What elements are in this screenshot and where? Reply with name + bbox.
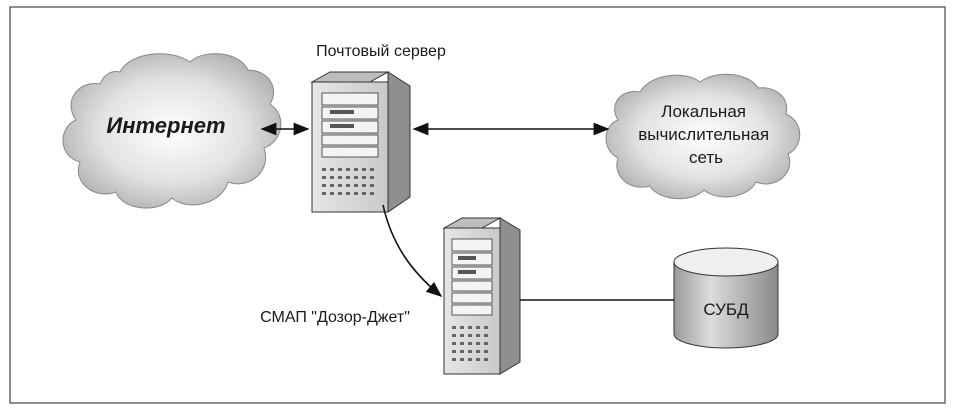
lan-cloud: Локальная вычислительная сеть — [605, 73, 801, 200]
mail-server-label: Почтовый сервер — [316, 43, 446, 60]
mail-server-icon — [310, 71, 411, 213]
lan-label-line-2: вычислительная — [638, 125, 769, 144]
lan-label-line-3: сеть — [689, 148, 723, 167]
connector-mailserver-smap — [382, 204, 443, 298]
smap-server-icon — [442, 217, 521, 375]
internet-cloud: Интернет — [62, 53, 282, 209]
smap-label: СМАП "Дозор-Джет" — [260, 309, 410, 326]
dbms-label: СУБД — [703, 300, 749, 319]
lan-label-line-1: Локальная — [661, 102, 746, 121]
dbms-cylinder-icon: СУБД — [673, 247, 779, 349]
lan-label: Локальная вычислительная сеть — [638, 102, 774, 167]
internet-label: Интернет — [106, 113, 225, 138]
